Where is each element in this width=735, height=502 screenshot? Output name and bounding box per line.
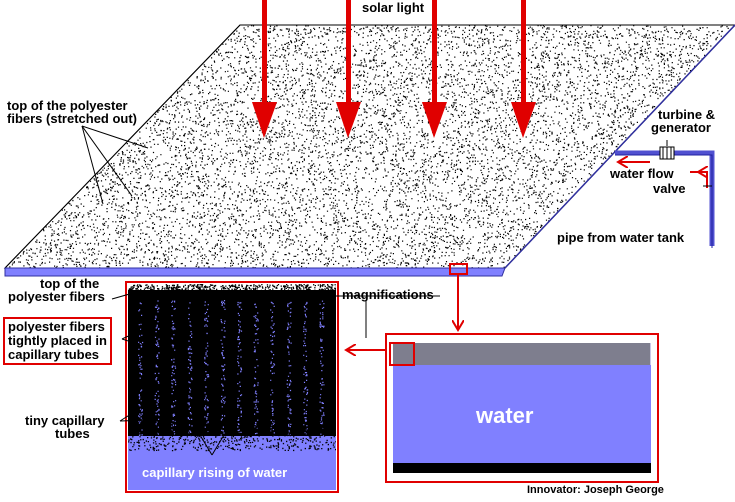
tiny-tubes-label-1: tiny capillary	[25, 413, 105, 428]
solar-arrow-3	[422, 0, 447, 138]
tiny-tubes-label-2: tubes	[55, 426, 90, 441]
turbine-label-2: generator	[651, 120, 711, 135]
solar-arrow-4	[511, 0, 536, 138]
capillary-leaders	[111, 292, 225, 456]
top-fibers-stretched-label-2: fibers (stretched out)	[7, 111, 138, 126]
top-fibers-label-2: polyester fibers	[8, 289, 105, 304]
top-fibers-label-1: top of the	[40, 276, 100, 291]
slab-base-strip	[4, 267, 506, 277]
polyester-tubes-label: polyester fibers tightly placed in capil…	[3, 317, 112, 365]
solar-light-label: solar light	[362, 0, 425, 15]
solar-arrows	[252, 0, 536, 138]
zoom-box	[389, 342, 415, 366]
turbine-label-1: turbine &	[658, 107, 716, 122]
water-label: water	[476, 403, 534, 428]
top-fibers-stretched-label-1: top of the polyester	[7, 98, 128, 113]
solar-arrow-2	[336, 0, 361, 138]
valve-label: valve	[653, 181, 686, 196]
water-flow-label: water flow	[610, 166, 674, 181]
magnifications-label: magnifications	[342, 287, 434, 302]
top-fiber-leaders	[81, 125, 149, 205]
solar-arrow-1	[252, 0, 277, 138]
fiber-fringe	[393, 343, 651, 365]
polyester-tubes-line-2: tightly placed in	[8, 333, 107, 348]
capillary-detail	[128, 284, 336, 490]
innovator-credit: Innovator: Joseph George	[527, 484, 664, 496]
polyester-tubes-line-1: polyester fibers	[8, 319, 105, 334]
capillary-rising-label: capillary rising of water	[142, 465, 288, 480]
polyester-tubes-line-3: capillary tubes	[8, 347, 100, 362]
pipe-label: pipe from water tank	[557, 230, 685, 245]
